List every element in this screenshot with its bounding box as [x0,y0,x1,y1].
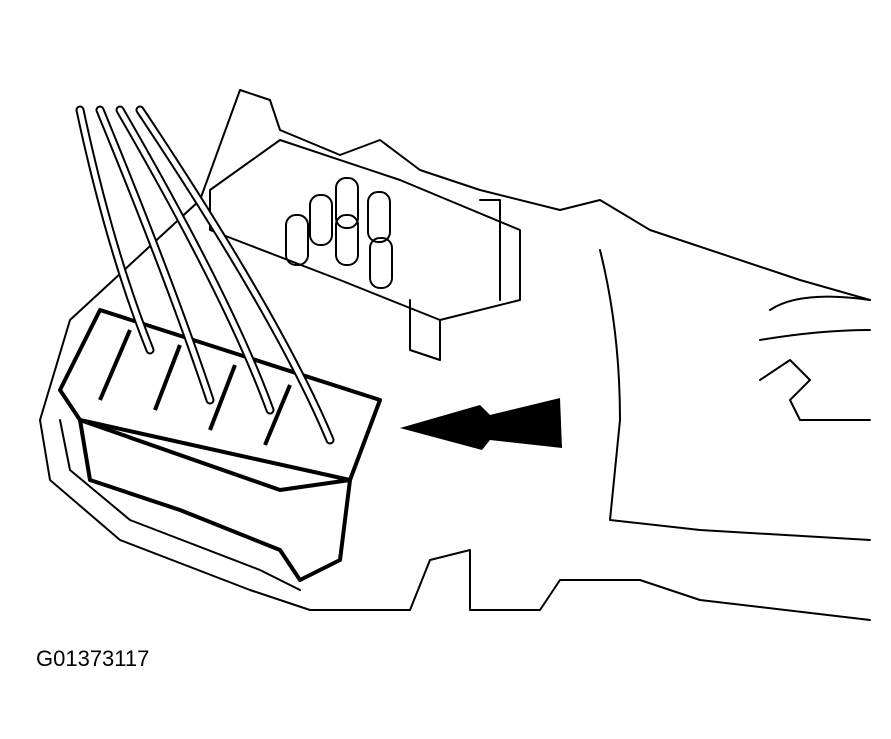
lower-connector-front [78,419,352,582]
housing-base [39,419,871,621]
housing-outline [39,89,871,421]
upper-connector-latch [409,199,501,361]
collar-curve [759,295,871,341]
collar-ring [599,249,871,541]
wire-harness [75,105,335,445]
collar-notch [759,359,871,421]
arrow-indicator [400,398,562,450]
figure-id-label: G01373117 [36,646,150,671]
lower-connector-cells [79,329,351,482]
upper-connector [209,139,521,321]
terminal-pins [285,177,393,289]
housing-inner-edge [59,419,301,591]
